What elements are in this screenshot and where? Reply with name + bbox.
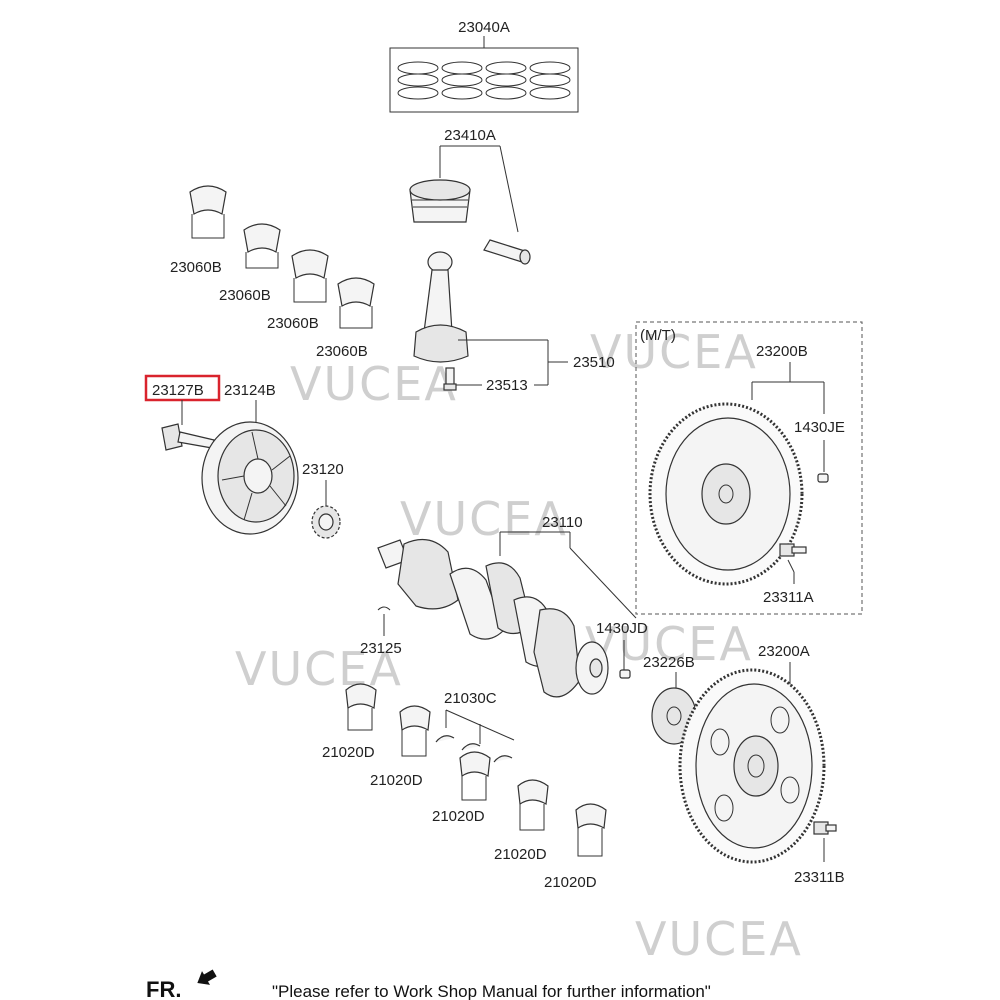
thrust-bearing-leaders [445,709,515,744]
front-indicator: FR. [146,977,181,1000]
watermark: VUCEA [585,617,753,671]
upper-bearings [189,185,375,329]
label-23311a: 23311A [763,589,814,606]
drive-plate [678,668,826,864]
label-23120: 23120 [302,461,344,478]
label-23060b: 23060B [219,287,271,304]
mt-box-label: (M/T) [640,327,676,344]
label-23060b: 23060B [267,315,319,332]
key [377,606,391,636]
label-23110: 23110 [542,514,583,531]
label-1430je: 1430JE [794,419,845,436]
label-23124b: 23124B [224,382,276,399]
crank-pulley [201,400,299,535]
front-arrow-icon [197,969,217,985]
label-23226b: 23226B [643,654,695,671]
label-21020d: 21020D [322,744,375,761]
footer-note: "Please refer to Work Shop Manual for fu… [272,982,711,1000]
drive-plate-bolt [813,821,837,835]
piston-rings [389,36,579,113]
crankshaft [377,538,609,698]
connecting-rod [413,251,568,391]
label-1430jd: 1430JD [596,620,648,637]
label-23311b: 23311B [794,869,845,886]
crank-sprocket [311,505,341,539]
label-23040a: 23040A [458,19,510,36]
flywheel [648,402,804,586]
dowel-pin [619,669,631,679]
label-21020d: 21020D [370,772,423,789]
piston [409,145,531,265]
thrust-washers [435,735,513,763]
label-21020d: 21020D [544,874,597,891]
watermark: VUCEA [590,325,758,379]
watermark: VUCEA [235,642,403,696]
label-23060b: 23060B [316,343,368,360]
flywheel-bolt [779,543,807,557]
label-23510: 23510 [573,354,615,371]
label-23513: 23513 [486,377,528,394]
watermark: VUCEA [400,492,568,546]
label-21030c: 21030C [444,690,497,707]
main-bearings [345,683,607,857]
label-23127b[interactable]: 23127B [152,382,204,399]
watermark: VUCEA [635,912,803,966]
pulley-bolt[interactable] [161,400,215,451]
label-23410a: 23410A [444,127,496,144]
watermark: VUCEA [290,357,458,411]
label-23060b: 23060B [170,259,222,276]
mt-box [635,321,863,615]
label-21020d: 21020D [494,846,547,863]
label-23125: 23125 [360,640,402,657]
flywheel-pin [817,473,829,483]
label-23200b: 23200B [756,343,808,360]
label-23200a: 23200A [758,643,810,660]
label-21020d: 21020D [432,808,485,825]
